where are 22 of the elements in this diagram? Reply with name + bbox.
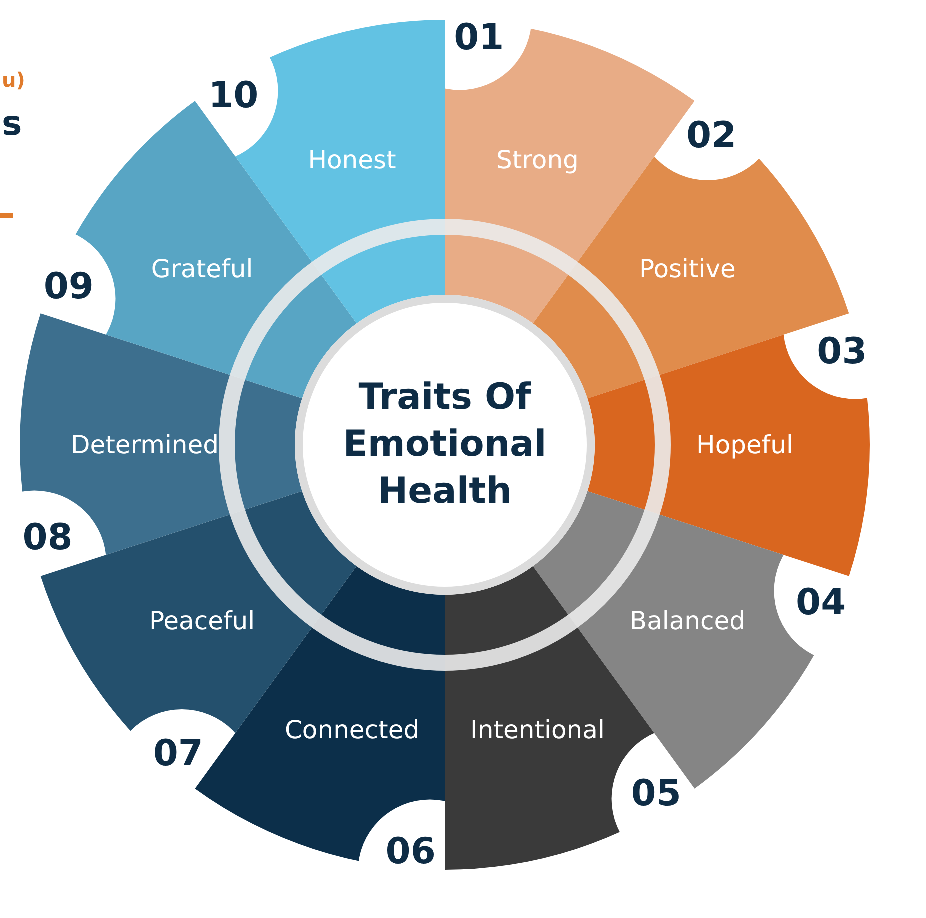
segment-label: Strong (496, 145, 579, 174)
segment-label: Honest (308, 145, 396, 174)
heading-fragment: s (2, 104, 22, 144)
heading-fragment: u) (2, 68, 26, 92)
step-number: 04 (796, 582, 846, 624)
segment-label: Grateful (151, 254, 254, 284)
segment-label: Positive (640, 254, 736, 284)
step-number: 09 (44, 266, 94, 308)
step-number: 07 (153, 733, 204, 774)
segment-label: Determined (70, 430, 220, 460)
segment-label: Balanced (630, 606, 746, 636)
step-number: 03 (817, 331, 868, 372)
segment-label: Peaceful (149, 606, 256, 636)
step-number: 06 (386, 831, 436, 872)
step-number: 08 (22, 518, 73, 559)
step-number: 01 (454, 18, 504, 59)
step-number: 02 (686, 116, 737, 157)
step-number: 10 (208, 76, 259, 116)
segment-label: Connected (284, 716, 420, 745)
segment-label: Intentional (470, 716, 605, 745)
step-number: 05 (631, 773, 682, 814)
segment-label: Hopeful (696, 430, 794, 460)
